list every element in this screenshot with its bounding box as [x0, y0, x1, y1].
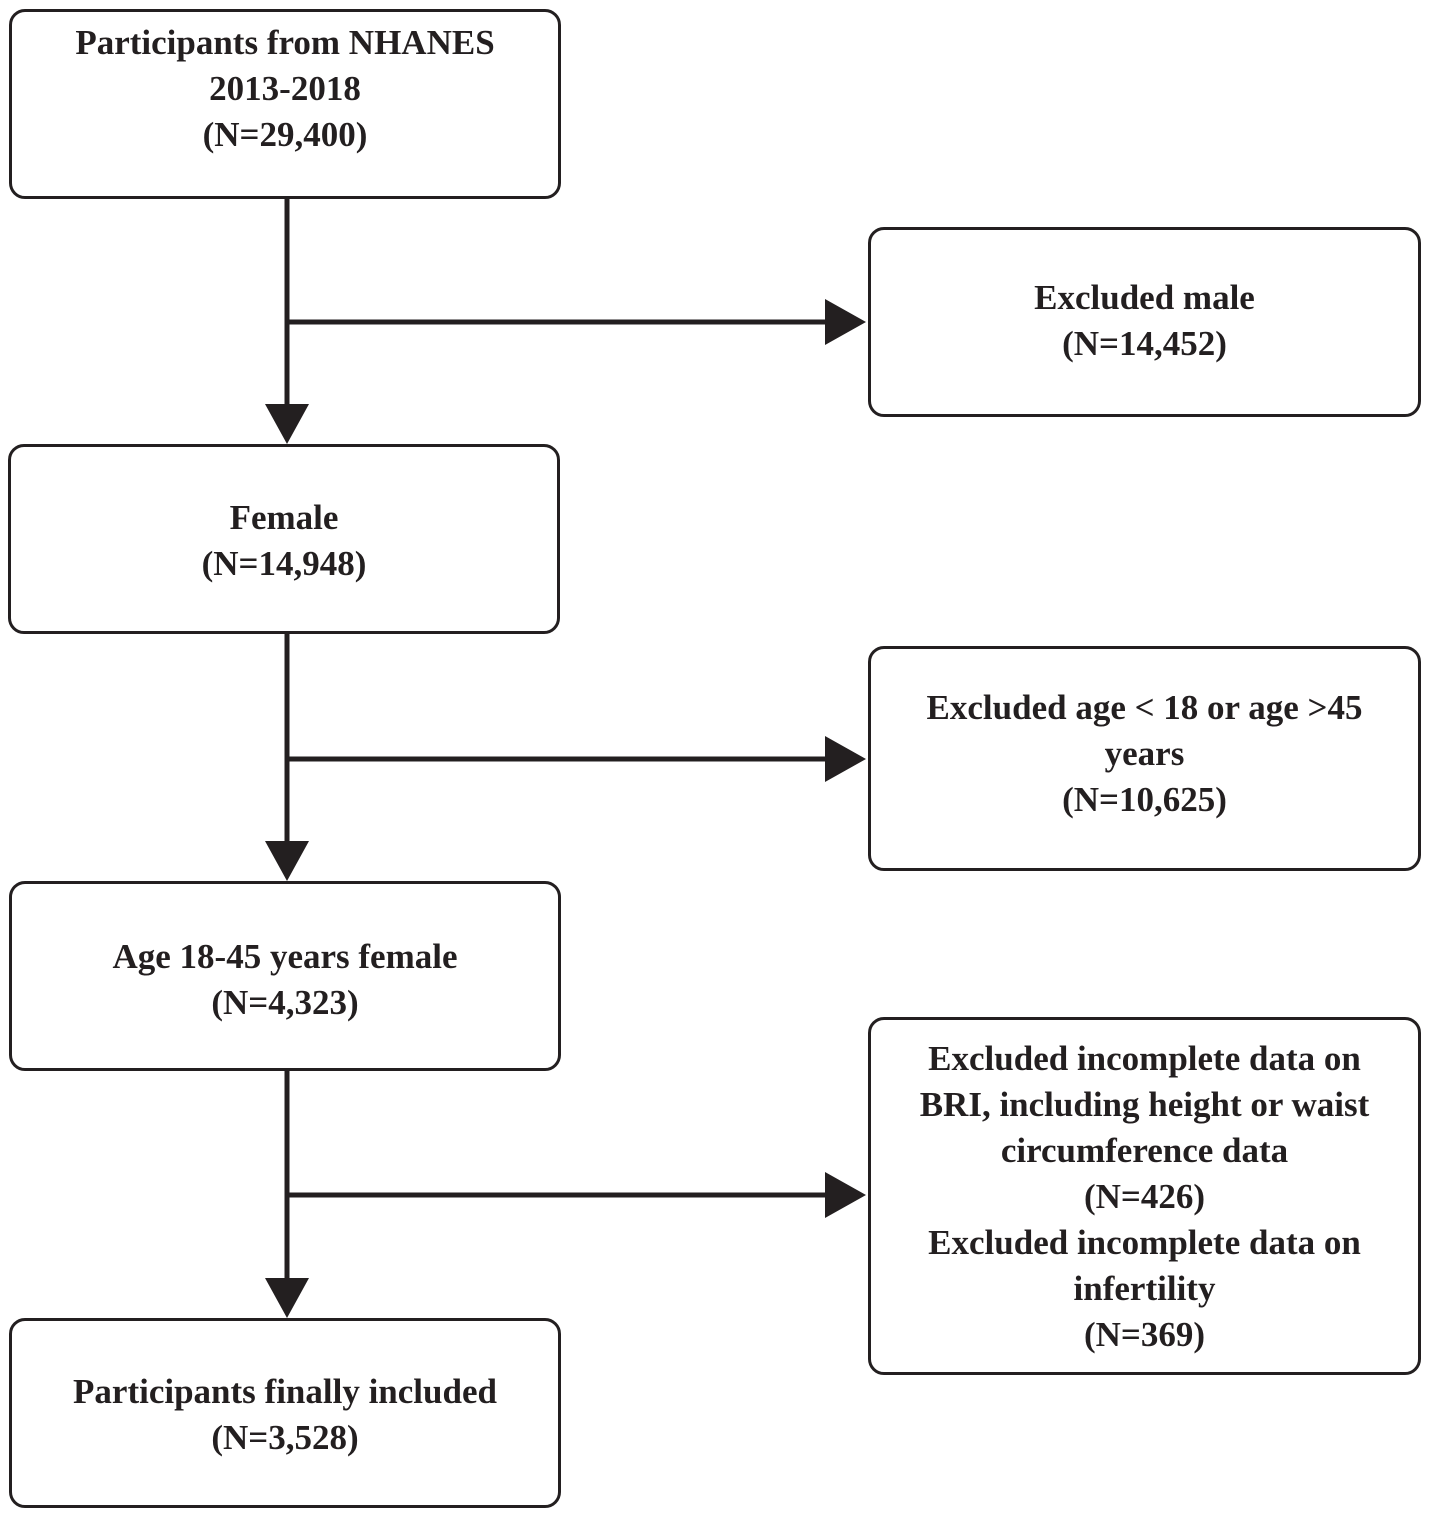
arrowhead-right-2	[825, 736, 866, 782]
excluded-age-title-cont: years	[1104, 734, 1185, 773]
participants-nhanes-title: Participants from NHANES	[75, 23, 495, 62]
participants-nhanes-count: (N=29,400)	[202, 115, 368, 154]
age-18-45-female-title: Age 18-45 years female	[112, 937, 458, 976]
excluded-male-count: (N=14,452)	[1062, 324, 1227, 363]
finally-included-title: Participants finally included	[73, 1372, 497, 1411]
finally-included-box: Participants finally included (N=3,528)	[9, 1318, 561, 1508]
age-18-45-female-count: (N=4,323)	[211, 983, 359, 1022]
arrowhead-down-2	[265, 841, 309, 881]
excluded-infertility-count: (N=369)	[1083, 1315, 1206, 1354]
excluded-male-title: Excluded male	[1034, 278, 1255, 317]
excluded-infertility-line-2: infertility	[1073, 1269, 1216, 1308]
female-count: (N=14,948)	[201, 544, 367, 583]
participants-nhanes-box: Participants from NHANES 2013-2018 (N=29…	[9, 9, 561, 199]
participants-nhanes-years: 2013-2018	[209, 69, 361, 108]
excluded-male-box: Excluded male (N=14,452)	[868, 227, 1421, 417]
age-18-45-female-box: Age 18-45 years female (N=4,323)	[9, 881, 561, 1071]
excluded-age-title: Excluded age < 18 or age >45	[926, 688, 1363, 727]
excluded-bri-line-1: Excluded incomplete data on	[928, 1039, 1361, 1078]
excluded-bri-line-3: circumference data	[1000, 1131, 1289, 1170]
finally-included-count: (N=3,528)	[211, 1418, 359, 1457]
arrowhead-down-1	[265, 404, 309, 444]
excluded-incomplete-box: Excluded incomplete data on BRI, includi…	[868, 1017, 1421, 1375]
female-title: Female	[229, 498, 339, 537]
excluded-age-box: Excluded age < 18 or age >45 years (N=10…	[868, 646, 1421, 871]
female-box: Female (N=14,948)	[8, 444, 560, 634]
excluded-infertility-line-1: Excluded incomplete data on	[928, 1223, 1361, 1262]
arrowhead-right-3	[825, 1172, 866, 1218]
arrowhead-down-3	[265, 1278, 309, 1318]
arrowhead-right-1	[825, 299, 866, 345]
excluded-bri-count: (N=426)	[1083, 1177, 1206, 1216]
excluded-bri-line-2: BRI, including height or waist	[919, 1085, 1370, 1124]
excluded-age-count: (N=10,625)	[1062, 780, 1227, 819]
